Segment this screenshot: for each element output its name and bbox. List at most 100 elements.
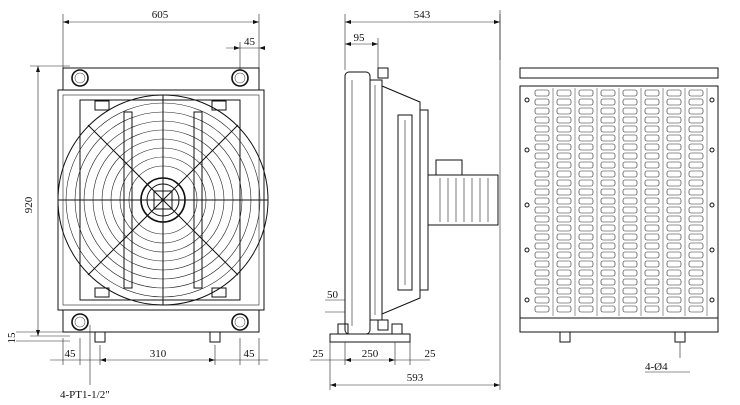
rear-fin-slot — [556, 278, 572, 286]
rear-fin-slot — [644, 269, 660, 277]
rear-fin-slot — [578, 215, 594, 223]
rear-fin-slot — [556, 116, 572, 124]
rear-fin-slot — [534, 170, 550, 178]
rear-fin-slot — [600, 206, 616, 214]
rear-fin-slot — [534, 134, 550, 142]
rear-fin-slot — [644, 260, 660, 268]
rear-fin-slot — [600, 179, 616, 187]
rear-fin-slot — [622, 260, 638, 268]
rear-fin-slot — [622, 296, 638, 304]
rear-fin-slot — [666, 188, 682, 196]
rear-fin-slot — [666, 161, 682, 169]
side-foot-left-dim: 25 — [313, 348, 325, 360]
rear-fin-slot — [644, 206, 660, 214]
rear-fin-slot — [644, 197, 660, 205]
rear-fin-slot — [644, 242, 660, 250]
rear-fin-slot — [534, 296, 550, 304]
front-foot-dim: 15 — [6, 332, 18, 344]
rear-fin-slot — [600, 287, 616, 295]
rear-fin-slot — [556, 134, 572, 142]
rear-fin-slot — [688, 260, 704, 268]
rear-fin-slot — [666, 125, 682, 133]
rear-fin-slot — [688, 98, 704, 106]
rear-fin-slot — [600, 197, 616, 205]
rear-fin-slot — [556, 206, 572, 214]
rear-fin-slot — [534, 179, 550, 187]
rear-fin-slot — [556, 188, 572, 196]
rear-fin-slot — [534, 89, 550, 97]
rear-fin-slot — [578, 242, 594, 250]
rear-fin-slot — [534, 197, 550, 205]
rear-fin-slot — [578, 269, 594, 277]
rear-fin-slot — [534, 98, 550, 106]
rear-fin-slot — [644, 125, 660, 133]
rear-fin-slot — [666, 89, 682, 97]
rear-fin-slot — [622, 269, 638, 277]
rear-fin-slot — [644, 305, 660, 313]
rear-fin-slot — [556, 143, 572, 151]
rear-fin-slot — [666, 143, 682, 151]
rear-fin-slot — [578, 116, 594, 124]
rear-fin-slot — [600, 260, 616, 268]
rear-fin-slot — [644, 188, 660, 196]
rear-fin-slot — [600, 116, 616, 124]
rear-fin-slot — [644, 224, 660, 232]
rear-fin-slot — [688, 134, 704, 142]
rear-fin-slot — [666, 278, 682, 286]
rear-fin-slot — [556, 197, 572, 205]
rear-fin-slot — [600, 143, 616, 151]
rear-fin-slot — [534, 251, 550, 259]
front-port-offset-dim: 45 — [244, 36, 256, 48]
rear-fin-slot — [578, 125, 594, 133]
rear-fin-slot — [688, 269, 704, 277]
rear-fin-slot — [688, 278, 704, 286]
rear-fin-slot — [688, 143, 704, 151]
rear-fin-grid — [534, 88, 708, 316]
rear-fin-slot — [600, 278, 616, 286]
rear-fin-slot — [556, 296, 572, 304]
rear-fin-slot — [644, 161, 660, 169]
rear-fin-slot — [578, 170, 594, 178]
rear-fin-slot — [578, 305, 594, 313]
rear-fin-slot — [666, 269, 682, 277]
rear-fin-slot — [578, 278, 594, 286]
side-foot-span-dim: 250 — [362, 348, 379, 360]
rear-fin-slot — [534, 305, 550, 313]
rear-fin-slot — [556, 269, 572, 277]
rear-fin-slot — [688, 170, 704, 178]
rear-fin-slot — [534, 206, 550, 214]
rear-fin-slot — [644, 233, 660, 241]
rear-fin-slot — [644, 143, 660, 151]
rear-fin-slot — [622, 233, 638, 241]
rear-fin-slot — [600, 98, 616, 106]
rear-fin-slot — [578, 89, 594, 97]
front-height-dim: 920 — [23, 196, 35, 213]
rear-fin-slot — [644, 179, 660, 187]
rear-fin-slot — [578, 161, 594, 169]
rear-hole-callout: 4-Ø4 — [645, 361, 668, 373]
rear-fin-slot — [666, 251, 682, 259]
rear-fin-slot — [644, 134, 660, 142]
rear-fin-slot — [666, 134, 682, 142]
rear-fin-slot — [534, 116, 550, 124]
rear-fin-slot — [688, 233, 704, 241]
rear-fin-slot — [600, 161, 616, 169]
rear-fin-slot — [688, 152, 704, 160]
rear-fin-slot — [622, 179, 638, 187]
rear-fin-slot — [534, 143, 550, 151]
rear-fin-slot — [644, 287, 660, 295]
rear-fin-slot — [534, 269, 550, 277]
rear-fin-slot — [688, 188, 704, 196]
rear-fin-slot — [578, 134, 594, 142]
rear-fin-slot — [534, 224, 550, 232]
front-view: 605 45 920 15 — [6, 9, 269, 401]
rear-fin-slot — [622, 152, 638, 160]
rear-fin-slot — [600, 251, 616, 259]
rear-fin-slot — [600, 215, 616, 223]
rear-fin-slot — [556, 224, 572, 232]
rear-fin-slot — [600, 233, 616, 241]
rear-fin-slot — [666, 242, 682, 250]
rear-fin-slot — [622, 224, 638, 232]
rear-fin-slot — [578, 233, 594, 241]
